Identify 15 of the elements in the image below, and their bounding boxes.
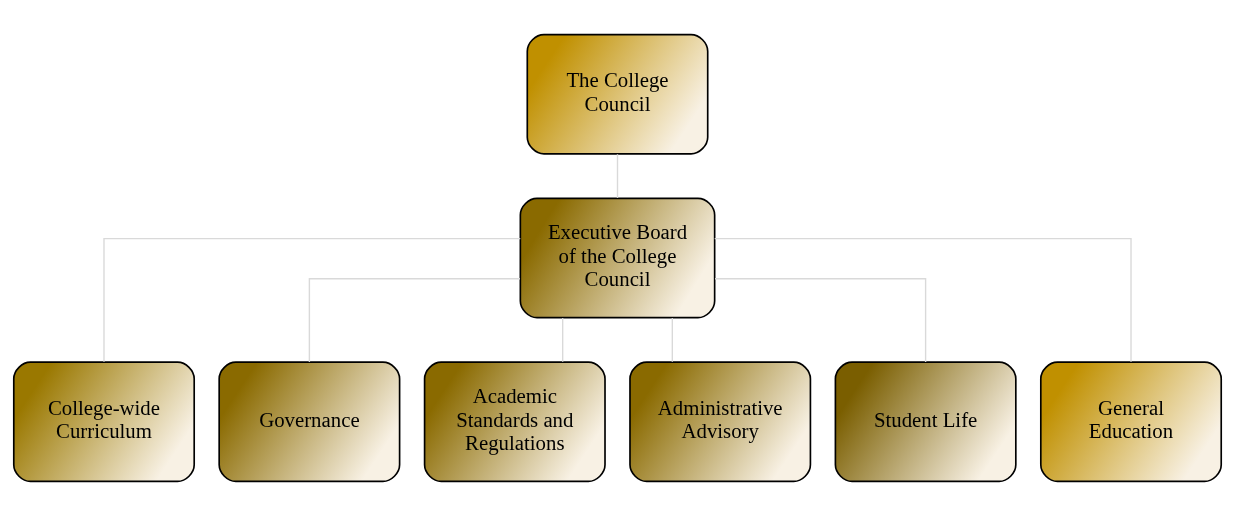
connector — [562, 317, 564, 363]
node-box: Executive Board of the College Council — [519, 197, 716, 319]
node-box: The College Council — [526, 33, 709, 155]
node-box: Administrative Advisory — [629, 361, 812, 483]
connector — [103, 237, 521, 363]
node-box: Student Life — [834, 361, 1017, 483]
node-box: Governance — [218, 361, 401, 483]
connector — [714, 237, 1132, 363]
connector — [616, 153, 619, 199]
connector — [671, 317, 673, 363]
node-box: Academic Standards and Regulations — [423, 361, 606, 483]
node-box: College-wide Curriculum — [12, 361, 196, 483]
connector — [308, 278, 521, 363]
node-box: General Education — [1039, 361, 1223, 483]
connector — [714, 278, 927, 363]
